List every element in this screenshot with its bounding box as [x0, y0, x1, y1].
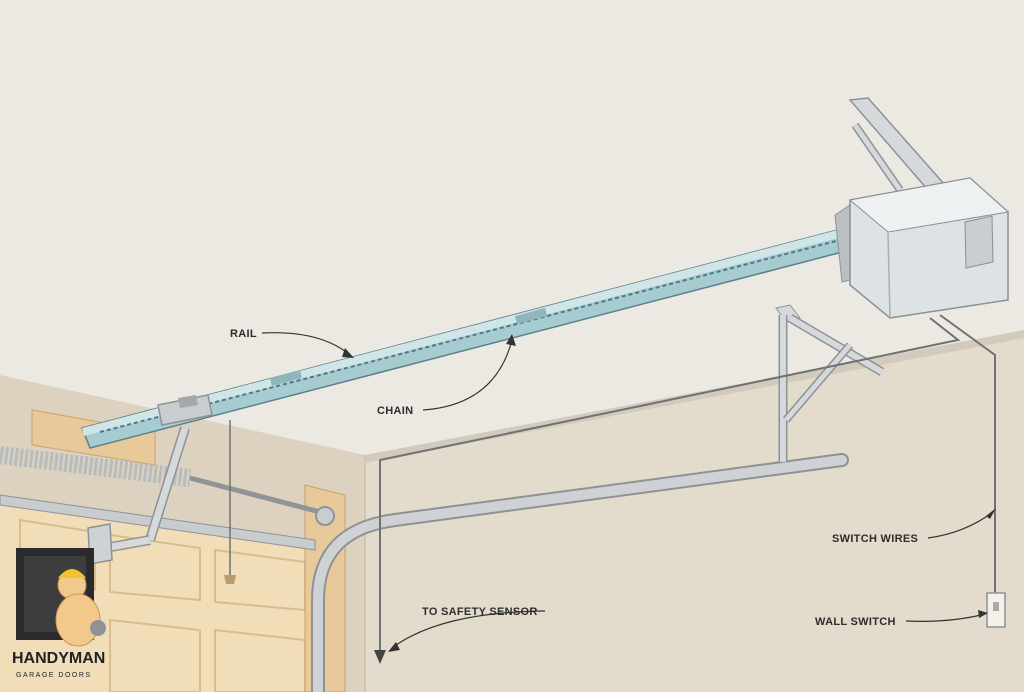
right-wall	[365, 330, 1024, 692]
logo-mascot-body-icon	[55, 593, 101, 647]
track-hanger	[775, 304, 885, 462]
chain-arrow-icon	[506, 334, 516, 346]
label-rail: RAIL	[230, 328, 257, 340]
switch-wires-arrow-icon	[986, 508, 996, 519]
handyman-logo: HANDYMAN GARAGE DOORS	[12, 548, 106, 679]
rail-arrow-icon	[342, 348, 354, 358]
label-wall-switch: WALL SWITCH	[815, 616, 896, 628]
spring-drum	[315, 506, 335, 526]
logo-hardhat-icon	[58, 569, 86, 578]
rail	[80, 227, 851, 449]
chain	[99, 239, 841, 433]
label-chain: CHAIN	[377, 405, 413, 417]
logo-tool-icon	[90, 620, 106, 636]
door-track	[313, 455, 847, 692]
wire-arrow-icon	[374, 650, 386, 664]
logo-sub: GARAGE DOORS	[16, 672, 92, 679]
wall-switch-arrow-icon	[978, 610, 988, 618]
logo-brand: HANDYMAN	[12, 650, 105, 667]
safety-sensor-arrow-icon	[388, 642, 400, 652]
trolley-arm	[87, 394, 236, 584]
release-handle	[224, 575, 236, 584]
switch-toggle-icon	[993, 602, 999, 611]
opener-motor-unit	[834, 177, 1010, 319]
switch-wires	[379, 314, 996, 655]
leader-lines	[261, 332, 994, 649]
torsion-spring	[0, 446, 192, 487]
torsion-bar	[189, 475, 321, 515]
label-to-safety-sensor: TO SAFETY SENSOR	[422, 606, 538, 618]
label-switch-wires: SWITCH WIRES	[832, 533, 918, 545]
